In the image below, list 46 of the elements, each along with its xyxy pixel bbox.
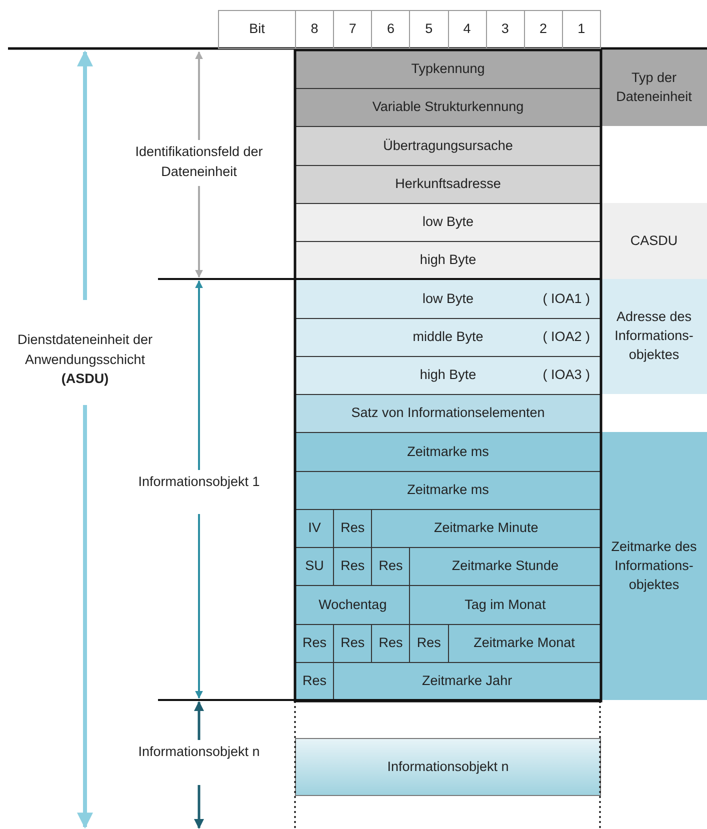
field-cell: Res (409, 624, 448, 663)
field-name: high Byte (420, 367, 476, 384)
group-label-box: Adresse des Informations- objektes (601, 279, 707, 394)
field-cell: Zeitmarke Jahr (333, 662, 601, 702)
field-row (295, 318, 601, 357)
field-cell: Herkunftsadresse (295, 164, 601, 204)
field-name: middle Byte (412, 328, 484, 346)
bit-number-cell: 2 (524, 10, 563, 49)
field-cell: Res (333, 624, 372, 663)
field-cell: Satz von Informationselementen (295, 394, 601, 434)
bit-number-cell: 5 (409, 10, 448, 49)
field-cell: Zeitmarke ms (295, 432, 601, 472)
bit-number-cell: 6 (371, 10, 410, 49)
field-name: low Byte (422, 290, 474, 308)
group-label-box: Typ der Dateneinheit (601, 50, 707, 126)
field-cell: Tag im Monat (409, 585, 601, 625)
field-cell: Res (295, 624, 334, 663)
bit-number-cell: 7 (333, 10, 372, 49)
address-tag: ( IOA3 ) (542, 367, 590, 384)
field-cell: Übertragungsursache (295, 126, 601, 166)
info-object-bar: Informationsobjekt n (295, 738, 601, 796)
field-cell: Res (371, 547, 410, 586)
field-cell: Zeitmarke Stunde (409, 547, 601, 586)
bit-number-cell: 8 (295, 10, 334, 49)
field-cell: SU (295, 547, 334, 586)
field-cell: Res (371, 624, 410, 663)
field-cell: Typkennung (295, 50, 601, 90)
field-cell: Res (333, 508, 372, 548)
group-label-box: Zeitmarke des Informations- objektes (601, 432, 707, 700)
field-cell: Variable Strukturkennung (295, 88, 601, 128)
field-cell: Res (333, 547, 372, 586)
field-cell: low Byte (295, 202, 601, 242)
address-tag: ( IOA1 ) (542, 290, 590, 308)
field-cell: Wochentag (295, 585, 410, 625)
bit-number-cell: 3 (486, 10, 525, 49)
group-label-box: CASDU (601, 202, 707, 280)
field-cell: Zeitmarke ms (295, 470, 601, 510)
address-tag: ( IOA2 ) (542, 328, 590, 346)
bit-number-cell: 1 (562, 10, 601, 49)
field-row (295, 356, 601, 396)
field-cell: high Byte (295, 241, 601, 280)
bit-number-cell: 4 (448, 10, 487, 49)
field-row (295, 279, 601, 319)
field-cell: Zeitmarke Monat (448, 624, 601, 663)
header-cell: Bit (218, 10, 296, 49)
field-cell: Zeitmarke Minute (371, 508, 601, 548)
